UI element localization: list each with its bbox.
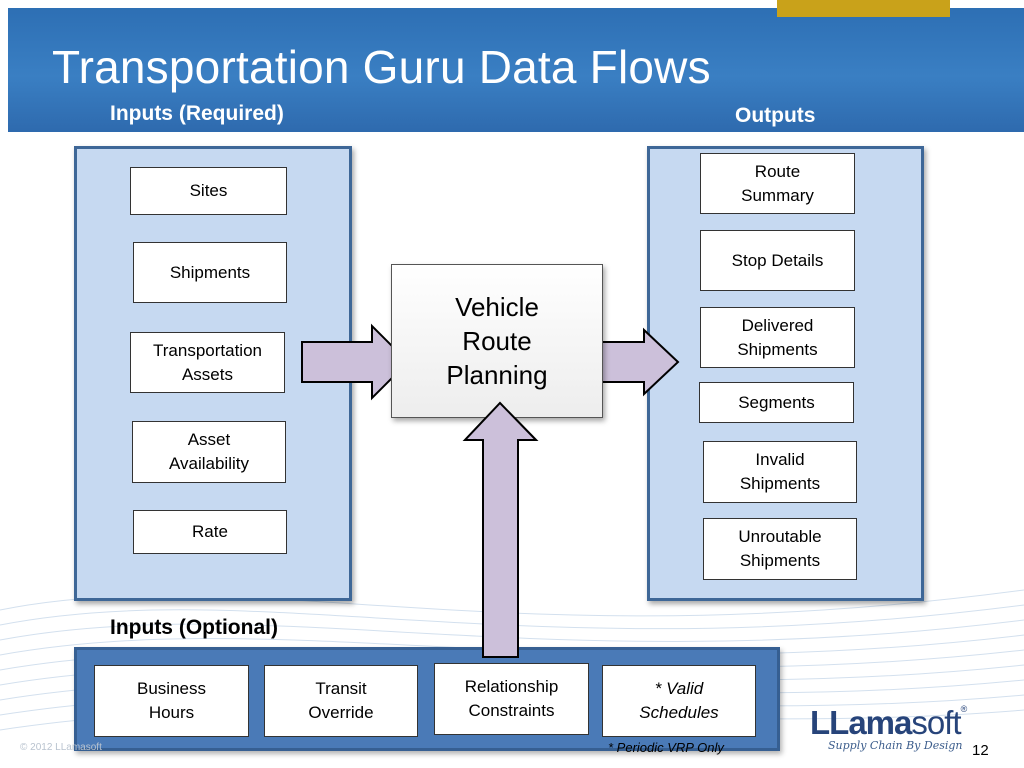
output-unroutable-shipments: Unroutable Shipments — [703, 518, 857, 580]
output-stop-details-label: Stop Details — [731, 250, 824, 270]
output-route-summary: Route Summary — [700, 153, 855, 214]
output-segments: Segments — [699, 382, 854, 423]
input-transportation-assets: Transportation Assets — [130, 332, 285, 393]
optional-valid-schedules-label: * Valid Schedules — [639, 679, 719, 722]
page-number: 12 — [972, 742, 989, 759]
slide-title: Transportation Guru Data Flows — [52, 41, 711, 93]
input-rate: Rate — [133, 510, 287, 554]
input-rate-label: Rate — [192, 522, 228, 541]
output-segments-label: Segments — [738, 392, 815, 412]
output-unroutable-shipments-label: Unroutable Shipments — [738, 527, 822, 570]
footnote: * Periodic VRP Only — [608, 740, 724, 755]
optional-transit-override: Transit Override — [264, 665, 418, 737]
optional-transit-override-label: Transit Override — [308, 679, 374, 722]
inputs-optional-heading: Inputs (Optional) — [110, 616, 278, 639]
logo-tagline: Supply Chain By Design — [828, 739, 963, 752]
input-asset-availability-label: Asset Availability — [168, 430, 249, 473]
outputs-heading: Outputs — [735, 104, 816, 127]
input-asset-availability: Asset Availability — [132, 421, 286, 483]
output-route-summary-label: Route Summary — [741, 161, 814, 205]
logo-wordmark: LLamasoft® — [810, 704, 980, 742]
output-stop-details: Stop Details — [700, 230, 855, 291]
optional-relationship-constraints-label: Relationship Constraints — [464, 677, 559, 720]
vehicle-route-planning-label: Vehicle Route Planning — [446, 292, 548, 390]
input-sites-label: Sites — [189, 181, 228, 200]
logo-name-light: soft — [911, 704, 961, 741]
copyright-text: © 2012 LLamasoft — [20, 742, 102, 753]
header-band — [8, 8, 1024, 132]
vehicle-route-planning-box: Vehicle Route Planning — [391, 264, 603, 418]
accent-bar — [777, 0, 950, 17]
arrow-optional-to-vrp — [462, 401, 539, 658]
input-sites: Sites — [130, 167, 287, 215]
logo-name-bold: LLama — [810, 704, 912, 741]
output-invalid-shipments: Invalid Shipments — [703, 441, 857, 503]
output-delivered-shipments: Delivered Shipments — [700, 307, 855, 368]
llamasoft-logo: LLamasoft® Supply Chain By Design — [810, 704, 980, 762]
output-delivered-shipments-label: Delivered Shipments — [737, 315, 818, 359]
optional-relationship-constraints: Relationship Constraints — [434, 663, 589, 735]
output-invalid-shipments-label: Invalid Shipments — [739, 450, 821, 493]
inputs-required-heading: Inputs (Required) — [110, 102, 284, 125]
optional-valid-schedules: * Valid Schedules — [602, 665, 756, 737]
optional-business-hours: Business Hours — [94, 665, 249, 737]
optional-business-hours-label: Business Hours — [137, 679, 206, 722]
input-transportation-assets-label: Transportation Assets — [153, 340, 262, 384]
arrow-inputs-to-vrp — [301, 323, 410, 401]
input-shipments-label: Shipments — [169, 262, 251, 282]
input-shipments: Shipments — [133, 242, 287, 303]
logo-registered-mark: ® — [960, 704, 968, 714]
